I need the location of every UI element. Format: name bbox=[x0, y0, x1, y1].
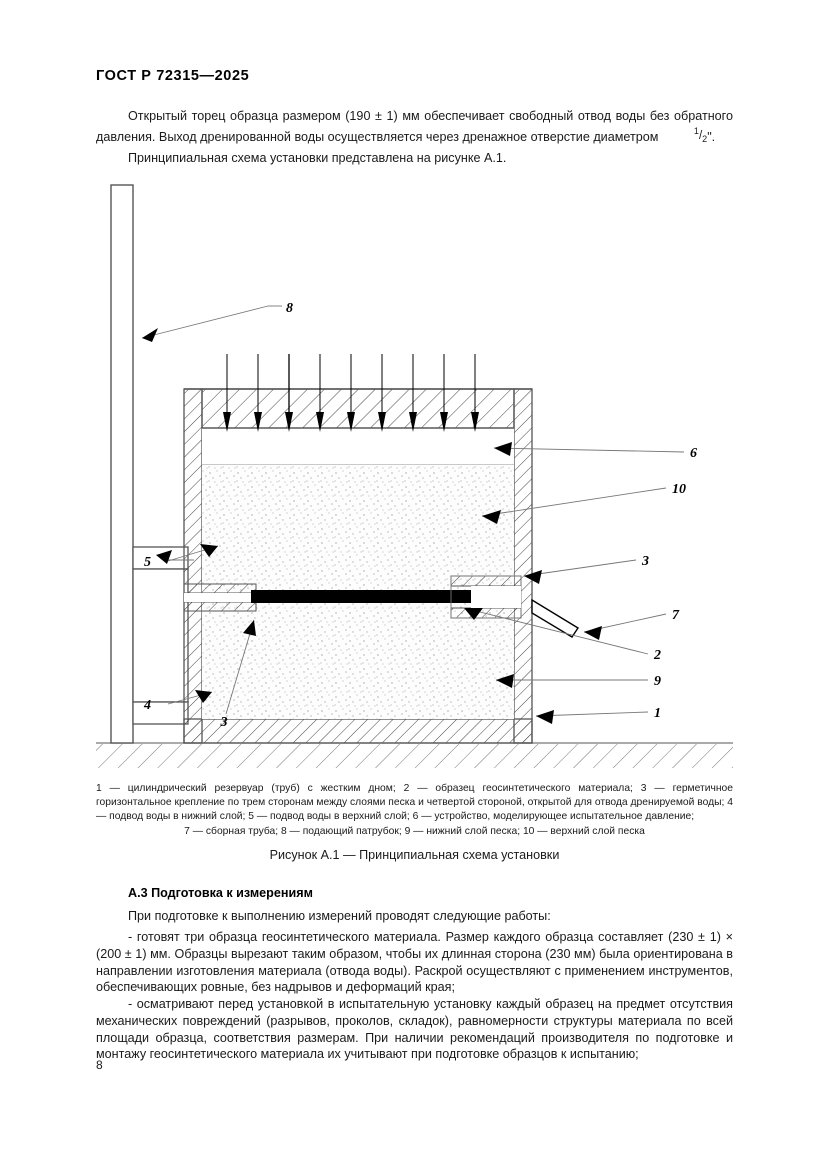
leader-7 bbox=[583, 613, 667, 640]
section-paragraph-3-text: - осматривают перед установкой в испытат… bbox=[96, 997, 733, 1062]
supply-standpipe bbox=[110, 184, 134, 744]
load-arrow bbox=[440, 354, 448, 432]
load-arrow bbox=[223, 354, 231, 432]
fraction-numerator: 1 bbox=[693, 126, 699, 137]
figure-a1: 8 6 10 5 bbox=[96, 176, 733, 768]
supply-riser bbox=[132, 568, 189, 703]
figure-label-3-right: 3 bbox=[641, 554, 649, 569]
geosynthetic-specimen bbox=[251, 590, 471, 603]
section-paragraph-2: - готовят три образца геосинтетического … bbox=[96, 929, 733, 996]
upper-sand-layer bbox=[202, 464, 514, 594]
intro-paragraph-1: Открытый торец образца размером (190 ± 1… bbox=[96, 108, 733, 150]
leader-5b bbox=[167, 544, 219, 562]
figure-label-7: 7 bbox=[672, 608, 680, 623]
leader-3-right bbox=[523, 559, 637, 584]
figure-label-3-left: 3 bbox=[220, 715, 228, 730]
leader-9 bbox=[496, 674, 648, 688]
load-arrow bbox=[347, 354, 355, 432]
load-arrow bbox=[409, 354, 417, 432]
leader-8 bbox=[141, 305, 282, 342]
figure-legend-line-2: 7 — сборная труба; 8 — подающий патрубок… bbox=[184, 825, 645, 837]
figure-label-10: 10 bbox=[672, 482, 686, 497]
load-arrow bbox=[316, 354, 324, 432]
intro-paragraph-2: Принципиальная схема установки представл… bbox=[96, 150, 733, 167]
fraction-one-half: 1/2 bbox=[693, 126, 708, 145]
fraction-denominator: 2 bbox=[702, 134, 708, 145]
section-paragraph-2-text: - готовят три образца геосинтетического … bbox=[96, 930, 733, 995]
leader-6 bbox=[493, 442, 685, 456]
ground-hatching bbox=[96, 744, 733, 768]
figure-label-5b: 5 bbox=[144, 555, 151, 570]
figure-caption: Рисунок А.1 — Принципиальная схема устан… bbox=[269, 848, 560, 862]
section-paragraph-1: При подготовке к выполнению измерений пр… bbox=[96, 908, 733, 925]
figure-label-2: 2 bbox=[653, 648, 661, 663]
collector-pipe bbox=[531, 598, 579, 638]
load-arrow bbox=[254, 354, 262, 432]
figure-label-9: 9 bbox=[654, 674, 661, 689]
intro-text-before-fraction: Открытый торец образца размером (190 ± 1… bbox=[96, 109, 733, 144]
section-heading: А.3 Подготовка к измерениям bbox=[128, 886, 313, 900]
lower-supply-branch bbox=[132, 701, 189, 725]
leader-1 bbox=[535, 710, 649, 724]
leader-10 bbox=[481, 487, 667, 524]
leader-2 bbox=[463, 607, 649, 655]
section-paragraph-1-text: При подготовке к выполнению измерений пр… bbox=[128, 909, 551, 923]
section-paragraph-3: - осматривают перед установкой в испытат… bbox=[96, 996, 733, 1063]
load-arrow bbox=[471, 354, 479, 432]
figure-legend: 1 — цилиндрический резервуар (труб) с же… bbox=[96, 782, 733, 839]
figure-label-1: 1 bbox=[654, 706, 661, 721]
figure-label-4: 4 bbox=[143, 698, 151, 713]
pressure-chamber-void bbox=[202, 428, 514, 464]
pressure-device-block bbox=[201, 388, 515, 429]
figure-label-6: 6 bbox=[690, 446, 697, 461]
figure-label-8: 8 bbox=[286, 301, 293, 316]
intro-paragraph-2-text: Принципиальная схема установки представл… bbox=[128, 151, 507, 165]
load-arrow-group bbox=[223, 354, 479, 432]
figure-legend-line-1: 1 — цилиндрический резервуар (труб) с же… bbox=[96, 783, 733, 823]
load-arrow bbox=[285, 354, 293, 432]
intro-text-after-fraction: ". bbox=[707, 129, 716, 144]
load-arrow bbox=[378, 354, 386, 432]
left-clamp-fitting bbox=[183, 583, 257, 612]
leader-4 bbox=[167, 690, 213, 705]
page-title: ГОСТ Р 72315—2025 bbox=[96, 68, 250, 84]
leader-3-left bbox=[225, 619, 256, 715]
right-clamp-fitting bbox=[450, 575, 522, 619]
page-number: 8 bbox=[96, 1058, 103, 1072]
